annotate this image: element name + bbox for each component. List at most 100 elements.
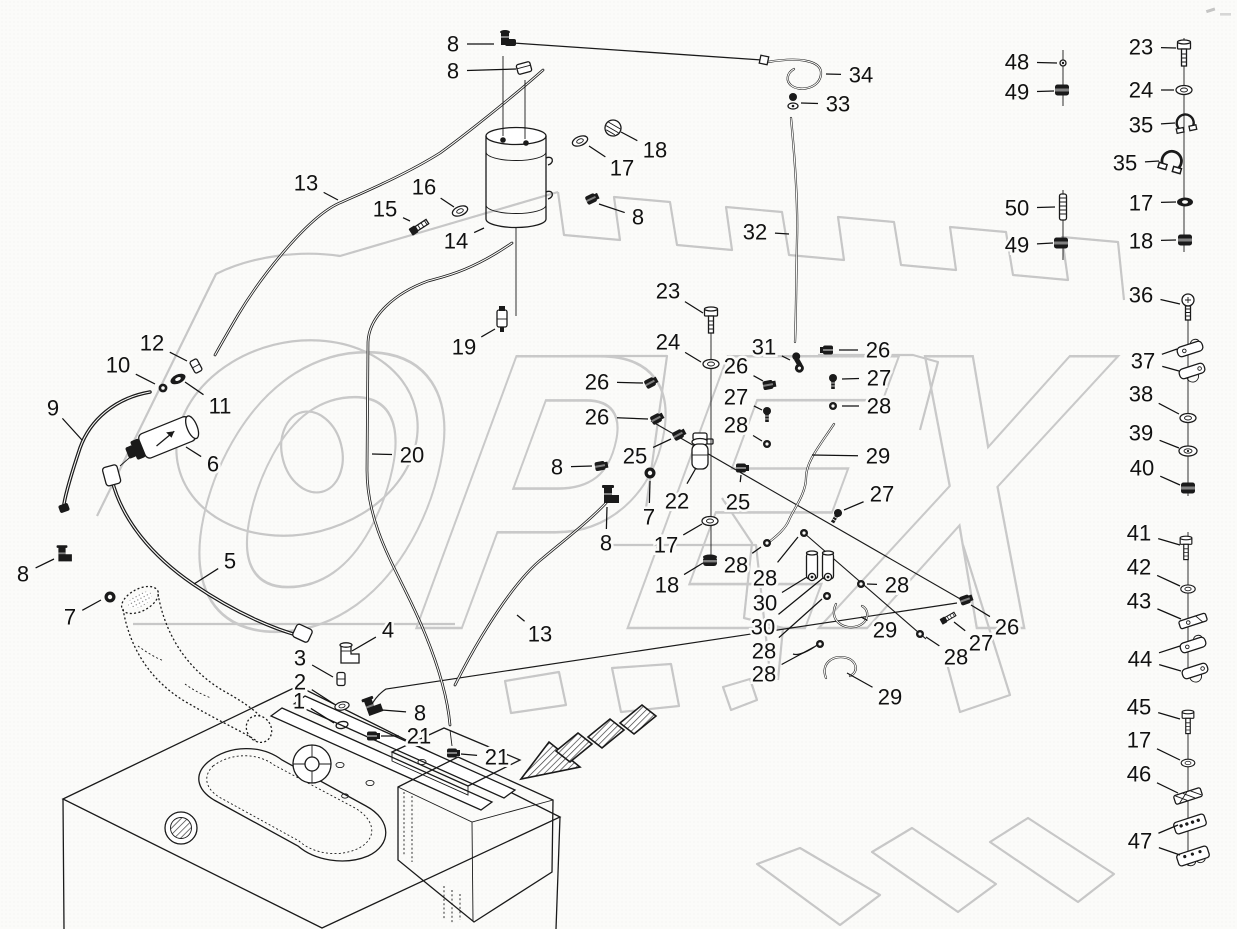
part-clampC <box>1157 149 1183 175</box>
direction-arrow <box>519 703 658 781</box>
hook-pipe-29b <box>824 656 857 679</box>
part-fitS <box>763 407 771 422</box>
callout-7: 7 <box>640 480 658 532</box>
callout-24: 24 <box>653 327 702 363</box>
callout-28: 28 <box>925 636 971 672</box>
part-number: 44 <box>1128 647 1152 672</box>
part-number: 17 <box>610 156 634 181</box>
part-boltV <box>703 306 719 334</box>
callout-33: 33 <box>800 89 853 119</box>
part-number: 8 <box>632 205 644 230</box>
part-number: 25 <box>726 490 750 515</box>
part-coupler <box>758 54 770 66</box>
filler-neck <box>120 585 273 744</box>
part-ringO <box>335 720 349 730</box>
part-number: 37 <box>1131 349 1155 374</box>
hose-9 <box>63 391 151 505</box>
part-number: 26 <box>724 354 748 379</box>
callout-18: 18 <box>652 562 704 600</box>
part-nutD <box>1181 482 1195 494</box>
part-nutO <box>515 61 533 75</box>
callout-40: 40 <box>1127 453 1181 486</box>
part-number: 24 <box>1129 78 1153 103</box>
part-fitD <box>820 345 833 355</box>
callout-39: 39 <box>1126 418 1180 449</box>
part-nutD <box>1178 234 1192 246</box>
part-number: 28 <box>724 553 748 578</box>
pipe-hook-34 <box>767 59 822 90</box>
corner-mark <box>1205 7 1231 16</box>
part-number: 42 <box>1127 555 1151 580</box>
part-fitD <box>447 748 460 758</box>
part-number: 13 <box>294 171 318 196</box>
callout-28: 28 <box>721 410 763 442</box>
callout-26: 26 <box>582 367 644 397</box>
part-number: 45 <box>1127 695 1151 720</box>
callout-27: 27 <box>841 363 894 393</box>
part-washerD <box>170 373 186 385</box>
part-ringD <box>763 539 771 547</box>
part-grommet <box>158 383 168 393</box>
part-boltR <box>408 218 430 236</box>
callout-28: 28 <box>866 570 912 600</box>
part-number: 28 <box>867 394 891 419</box>
part-number: 8 <box>447 32 459 57</box>
callout-17: 17 <box>588 145 637 183</box>
part-number: 26 <box>585 405 609 430</box>
callout-26: 26 <box>582 402 649 432</box>
part-number: 26 <box>866 338 890 363</box>
inline-filter-6 <box>125 415 200 460</box>
part-number: 27 <box>867 366 891 391</box>
callout-27: 27 <box>721 382 763 412</box>
part-block <box>1173 813 1207 835</box>
part-number: 28 <box>752 662 776 687</box>
part-number: 34 <box>849 63 873 88</box>
part-number: 9 <box>47 396 59 421</box>
part-number: 36 <box>1129 283 1153 308</box>
part-sleeve <box>189 358 203 374</box>
part-number: 48 <box>1005 50 1029 75</box>
callout-28: 28 <box>721 546 762 580</box>
callout-13: 13 <box>516 614 555 649</box>
part-fitD <box>594 461 609 471</box>
callout-7: 7 <box>61 599 102 632</box>
part-number: 10 <box>106 353 130 378</box>
part-number: 17 <box>1129 191 1153 216</box>
part-clampH2 <box>1181 662 1209 683</box>
watermark-text: OPEX <box>147 270 1137 712</box>
pipe-13-upper <box>214 69 544 356</box>
fuel-line-cross-c <box>803 532 927 640</box>
part-number: 2 <box>294 670 306 695</box>
part-number: 26 <box>585 370 609 395</box>
part-washer <box>702 358 720 370</box>
part-number: 38 <box>1129 382 1153 407</box>
callout-8: 8 <box>597 506 615 558</box>
callout-28: 28 <box>749 598 823 666</box>
part-ringD <box>763 440 771 448</box>
callout-16: 16 <box>409 172 455 208</box>
part-number: 32 <box>743 220 767 245</box>
part-number: 5 <box>224 549 236 574</box>
part-ringD <box>823 592 831 600</box>
callout-4: 4 <box>351 615 397 652</box>
part-number: 8 <box>551 455 563 480</box>
callout-28: 28 <box>749 646 815 689</box>
pipe-hook-34 <box>766 58 823 90</box>
callout-8: 8 <box>444 56 517 86</box>
part-glyphs <box>56 30 1210 867</box>
part-number: 29 <box>878 685 902 710</box>
callout-48: 48 <box>1002 47 1058 77</box>
part-elbowD <box>602 485 619 503</box>
callout-29: 29 <box>811 441 893 471</box>
callout-25: 25 <box>723 474 753 517</box>
part-washer2 <box>1178 445 1198 457</box>
callout-35: 35 <box>1110 148 1160 178</box>
part-number: 23 <box>656 279 680 304</box>
callout-35: 35 <box>1126 110 1176 140</box>
part-washerD <box>1177 197 1193 207</box>
callout-8: 8 <box>444 29 494 59</box>
part-number: 33 <box>826 92 850 117</box>
hook-pipe-29a <box>833 603 868 628</box>
part-number: 28 <box>752 639 776 664</box>
callout-44: 44 <box>1125 644 1182 674</box>
